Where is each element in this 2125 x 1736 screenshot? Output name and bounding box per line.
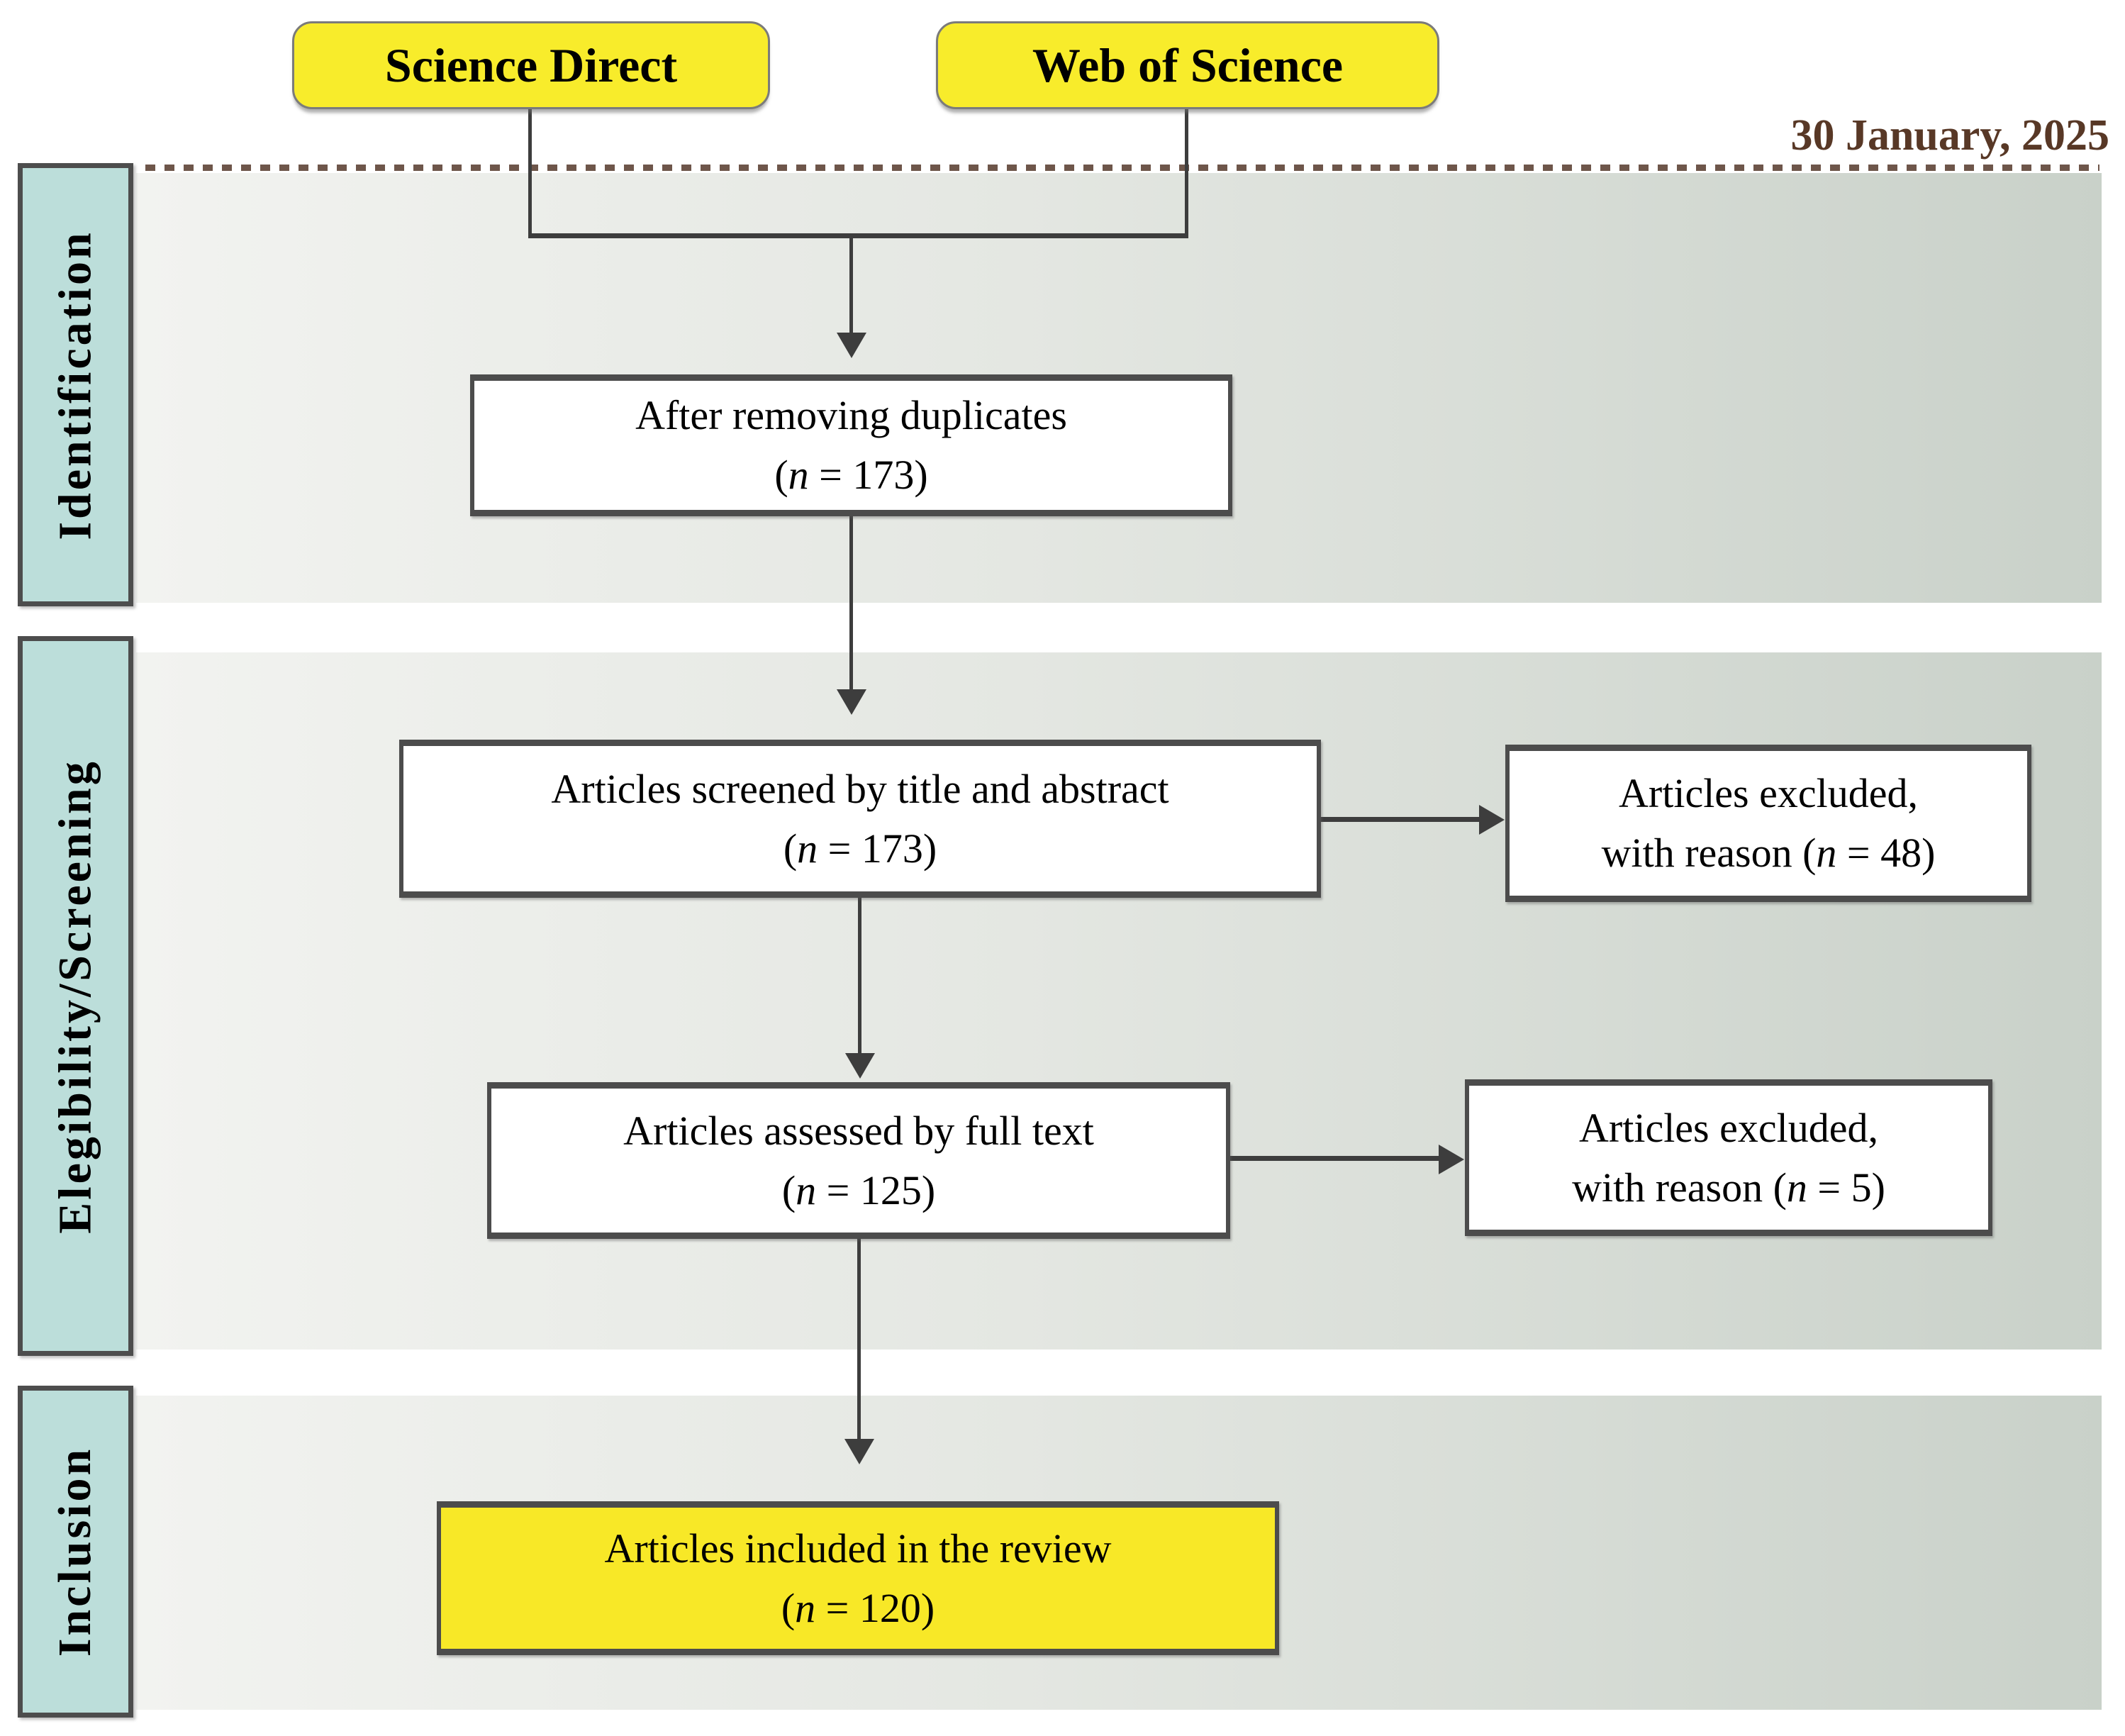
- box-line2: (n = 173): [783, 825, 937, 872]
- box-line2: with reason (n = 5): [1572, 1164, 1885, 1211]
- box-line2: (n = 120): [781, 1584, 935, 1631]
- arrowhead-merge-to-dedup: [837, 333, 866, 358]
- stage-label-identification: Identification: [18, 163, 133, 606]
- connector-merge-stem: [849, 233, 853, 333]
- stage-label-elegibility-screening: Elegibility/Screening: [18, 636, 133, 1356]
- n-variable: n: [797, 825, 818, 872]
- source-label-web-of-science: Web of Science: [1032, 38, 1344, 92]
- connector-web-of-science-down: [1185, 105, 1188, 238]
- connector-dedup-to-screened: [849, 515, 853, 691]
- arrowhead-dedup-to-screened: [837, 689, 866, 715]
- n-variable: n: [1786, 1164, 1807, 1211]
- n-variable: n: [1816, 830, 1837, 876]
- connector-science-direct-down: [528, 105, 532, 238]
- arrowhead-assessed-to-excluded: [1439, 1145, 1464, 1174]
- box-line2: (n = 125): [781, 1167, 936, 1213]
- connector-screened-to-excluded: [1319, 817, 1482, 822]
- stage-label-identification-text: Identification: [49, 229, 101, 540]
- box-articles-excluded-screening: Articles excluded, with reason (n = 48): [1505, 745, 2031, 902]
- source-box-web-of-science: Web of Science: [936, 21, 1439, 109]
- box-after-removing-duplicates: After removing duplicates (n = 173): [470, 374, 1232, 516]
- box-articles-excluded-fulltext-text: Articles excluded, with reason (n = 5): [1572, 1098, 1885, 1218]
- source-label-science-direct: Science Direct: [384, 38, 678, 92]
- arrowhead-assessed-to-included: [844, 1439, 874, 1464]
- connector-merge-horizontal: [528, 233, 1188, 238]
- box-line2: with reason (n = 48): [1601, 830, 1936, 876]
- connector-assessed-to-excluded: [1229, 1156, 1440, 1161]
- box-line1: Articles assessed by full text: [623, 1107, 1094, 1154]
- stage-label-inclusion: Inclusion: [18, 1386, 133, 1718]
- box-line2: (n = 173): [774, 452, 928, 498]
- box-articles-excluded-screening-text: Articles excluded, with reason (n = 48): [1602, 764, 1936, 883]
- box-line1: After removing duplicates: [635, 392, 1067, 438]
- dashed-separator: [145, 165, 2099, 171]
- stage-label-elegibility-screening-text: Elegibility/Screening: [49, 758, 101, 1234]
- n-variable: n: [795, 1584, 816, 1631]
- n-variable: n: [788, 452, 809, 498]
- connector-screened-to-assessed: [858, 896, 861, 1054]
- stage-label-inclusion-text: Inclusion: [49, 1446, 101, 1657]
- date-label: 30 January, 2025: [1790, 111, 2109, 160]
- box-articles-included: Articles included in the review (n = 120…: [437, 1501, 1279, 1655]
- box-articles-screened-text: Articles screened by title and abstract …: [551, 760, 1169, 879]
- box-line1: Articles included in the review: [604, 1525, 1112, 1571]
- arrowhead-screened-to-excluded: [1479, 805, 1505, 835]
- box-articles-screened: Articles screened by title and abstract …: [399, 740, 1321, 898]
- box-articles-assessed-text: Articles assessed by full text (n = 125): [623, 1101, 1094, 1220]
- box-after-removing-duplicates-text: After removing duplicates (n = 173): [635, 386, 1067, 505]
- n-variable: n: [796, 1167, 817, 1213]
- box-articles-excluded-fulltext: Articles excluded, with reason (n = 5): [1465, 1079, 1992, 1236]
- box-line1: Articles excluded,: [1619, 770, 1918, 816]
- connector-assessed-to-included: [857, 1237, 861, 1440]
- source-box-science-direct: Science Direct: [292, 21, 770, 109]
- box-articles-assessed: Articles assessed by full text (n = 125): [487, 1082, 1230, 1239]
- arrowhead-screened-to-assessed: [845, 1053, 875, 1079]
- box-articles-included-text: Articles included in the review (n = 120…: [604, 1519, 1111, 1638]
- box-line1: Articles screened by title and abstract: [551, 765, 1169, 812]
- box-line1: Articles excluded,: [1579, 1104, 1878, 1151]
